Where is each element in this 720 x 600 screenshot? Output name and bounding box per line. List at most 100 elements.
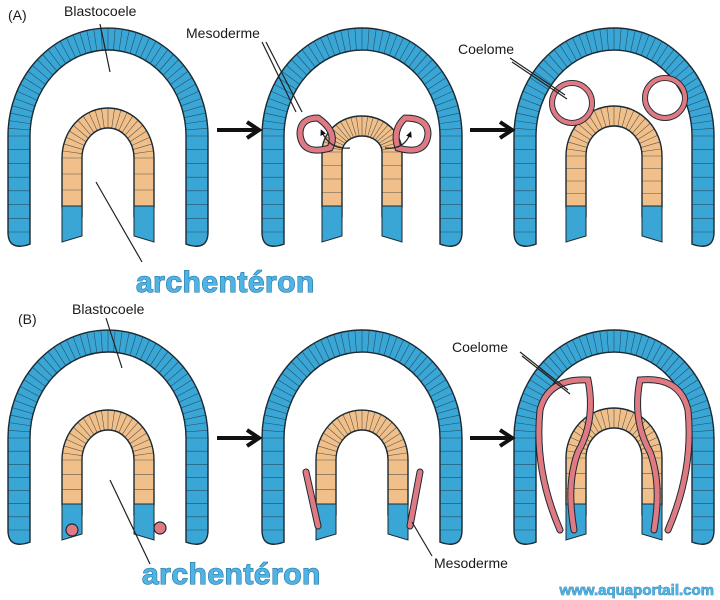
leader-blastocoele-b xyxy=(105,317,123,369)
endoderm-a1-cell-wall xyxy=(88,112,98,131)
coelom-lining-left-b xyxy=(536,377,593,533)
ectoderm-a1-cell-wall xyxy=(72,34,82,56)
endoderm-b1-cell-wall xyxy=(131,438,150,448)
ectoderm-b2-cell-wall xyxy=(296,356,312,374)
ectoderm-b3-cell-wall xyxy=(533,373,552,387)
ectoderm-b2-cell-wall xyxy=(277,379,297,392)
endoderm-a2-cell-wall xyxy=(340,121,352,139)
endoderm-a2-cell-wall xyxy=(376,128,393,142)
endoderm-b1-cell-wall xyxy=(69,432,87,445)
ectoderm-a2-cell-wall xyxy=(434,97,456,107)
endoderm-b1-cell-wall xyxy=(111,410,115,431)
endoderm-b2-cell-wall xyxy=(323,432,341,445)
leader-mesoderme-a xyxy=(261,41,303,113)
endoderm-a3-cell-wall xyxy=(637,128,655,141)
ectoderm-b1-cell-wall xyxy=(59,343,71,363)
endoderm-a3-cell-wall xyxy=(566,148,587,153)
endoderm-b3-cell-wall xyxy=(617,408,622,429)
endoderm-a1-cell-wall xyxy=(73,125,89,139)
ectoderm-a2-cell-wall xyxy=(262,127,285,131)
ectoderm-b3-cell-wall xyxy=(553,351,568,370)
ectoderm-b1-cell-wall xyxy=(182,407,205,415)
endoderm-a3-cell-wall xyxy=(577,123,594,137)
ectoderm-a2-cell-wall xyxy=(372,29,377,51)
ectoderm-b2-cell-wall xyxy=(434,399,456,409)
endoderm-a2-cell-wall xyxy=(370,119,379,138)
endoderm-b1-cell-wall xyxy=(73,427,89,441)
endoderm-b2-cell-wall xyxy=(378,422,393,438)
endoderm-b2-cell-wall xyxy=(316,452,337,457)
ectoderm-a3-cell-wall xyxy=(660,49,675,68)
ectoderm-b2-cell-wall xyxy=(372,331,377,353)
ectoderm-a2-cell-wall xyxy=(432,90,454,101)
ectoderm-a2-cell-wall xyxy=(333,32,341,54)
ectoderm-a3-cell-wall xyxy=(664,54,680,72)
ectoderm-a1-cell-wall xyxy=(154,49,169,68)
endoderm-a1-cell-wall xyxy=(66,136,85,146)
ectoderm-b2-cell-wall xyxy=(388,336,398,358)
endoderm-b2-cell-wall xyxy=(336,417,349,435)
endoderm-b2-cell-wall xyxy=(381,427,397,441)
endoderm-b2-group xyxy=(315,409,409,518)
mesoderm-strip-right-b xyxy=(407,469,423,529)
ectoderm-a2-cell-wall xyxy=(347,29,352,51)
ectoderm-a1-cell-wall xyxy=(178,90,200,101)
endoderm-a3-cell-wall xyxy=(573,128,591,141)
endoderm-b2-cell-wall xyxy=(383,432,401,445)
ectoderm-b1-cell-wall xyxy=(129,334,137,356)
ectoderm-a2-cell-wall xyxy=(420,65,438,80)
endoderm-a1-cell-wall xyxy=(111,108,115,129)
endoderm-a3-cell-wall xyxy=(570,134,589,144)
ectoderm-a3-cell-wall xyxy=(691,127,714,131)
ectoderm-b2-cell-wall xyxy=(265,407,288,415)
ectoderm-b1-cell-wall xyxy=(185,422,208,427)
ectoderm-b3-cell-wall xyxy=(635,334,643,356)
ectoderm-a1-cell-wall xyxy=(14,97,36,107)
ectoderm-a3-cell-wall xyxy=(686,97,708,107)
ectoderm-b1-cell-wall xyxy=(23,379,43,392)
ectoderm-b2-cell-wall xyxy=(281,373,300,387)
ectoderm-b2-cell-wall xyxy=(262,422,285,427)
ectoderm-a3-cell-wall xyxy=(684,90,706,101)
ectoderm-b2-cell-wall xyxy=(394,339,404,360)
ectoderm-b3-cell-wall xyxy=(516,414,538,421)
endoderm-b2-cell-wall xyxy=(386,445,407,452)
endoderm-a3-cell-wall xyxy=(639,134,658,144)
ectoderm-b3-cell-wall xyxy=(592,332,598,355)
ectoderm-b1-cell-wall xyxy=(16,392,38,403)
ectoderm-b2-cell-wall xyxy=(427,379,447,392)
ectoderm-b2-cell-wall xyxy=(408,351,423,370)
endoderm-b1-cell-wall xyxy=(77,422,92,438)
ectoderm-b3-cell-wall xyxy=(559,346,573,366)
ectoderm-a1-cell-wall xyxy=(27,71,46,85)
endoderm-a3-cell-wall xyxy=(600,107,607,128)
label-coelome-b: Coelome xyxy=(452,339,508,355)
ectoderm-a1-cell-wall xyxy=(37,59,54,76)
ectoderm-b3-cell-wall xyxy=(660,351,675,370)
endoderm-b3-cell-wall xyxy=(625,412,635,431)
endoderm-a1-cell-wall xyxy=(132,143,153,150)
ectoderm-b3-cell-wall xyxy=(688,407,711,415)
ectoderm-a1-cell-wall xyxy=(20,83,40,96)
ectoderm-a2-cell-wall xyxy=(430,83,450,96)
endoderm-a2-cell-wall xyxy=(335,124,350,141)
ectoderm-a3-cell-wall xyxy=(514,120,537,125)
ectoderm-b3-cell-wall xyxy=(640,336,650,358)
ectoderm-a3-cell-wall xyxy=(517,105,540,113)
endoderm-a3-cell-wall xyxy=(567,141,588,148)
ectoderm-b2-cell-wall xyxy=(340,332,346,355)
ectoderm-a2-cell-wall xyxy=(439,120,462,125)
ectoderm-b3-cell-wall xyxy=(691,429,714,433)
endoderm-b2-cell-wall xyxy=(385,438,404,448)
ectoderm-b3-cell-wall xyxy=(578,336,588,358)
endoderm-b2-cell-wall xyxy=(317,445,338,452)
ectoderm-b3-cell-wall xyxy=(529,379,549,392)
leader-archenteron-b xyxy=(109,479,151,565)
ectoderm-a3-cell-wall xyxy=(640,34,650,56)
ectoderm-a3-cell-wall xyxy=(606,28,609,51)
ectoderm-a2-cell-wall xyxy=(388,34,398,56)
endoderm-a1-cell-wall xyxy=(69,130,87,143)
mesoderm-pouch-right-a xyxy=(393,115,431,153)
stage-arrows xyxy=(217,120,516,448)
ectoderm-b3-cell-wall xyxy=(619,330,622,353)
